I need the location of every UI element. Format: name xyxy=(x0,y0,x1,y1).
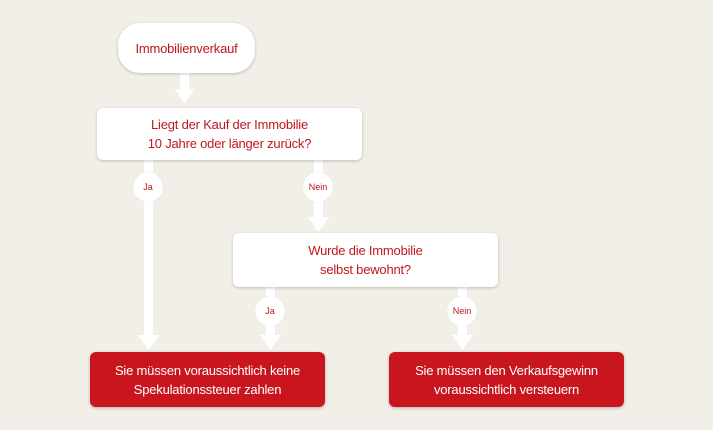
branch-label-q1-yes: Ja xyxy=(133,172,163,202)
branch-label-q1-no: Nein xyxy=(303,172,333,202)
branch-label-q2-yes: Ja xyxy=(255,296,285,326)
question-box-purchase-age: Liegt der Kauf der Immobilie 10 Jahre od… xyxy=(97,108,362,160)
result-no-tax-line2: Spekulationssteuer zahlen xyxy=(133,381,282,397)
arrowhead-result-no-tax-left xyxy=(138,335,159,350)
connector-q1-yes xyxy=(144,160,153,337)
connector-start-to-q1 xyxy=(180,73,189,90)
branch-label-q1-no-text: Nein xyxy=(308,182,328,192)
branch-label-q2-yes-text: Ja xyxy=(265,306,275,316)
result-tax-due-line2: voraussichtlich versteuern xyxy=(433,381,580,397)
branch-label-q2-no-text: Nein xyxy=(452,306,472,316)
branch-label-q1-yes-text: Ja xyxy=(143,182,153,192)
result-box-no-tax: Sie müssen voraussichtlich keine Spekula… xyxy=(90,352,325,407)
question-purchase-age-line1: Liegt der Kauf der Immobilie xyxy=(151,117,308,132)
question-purchase-age-line2: 10 Jahre oder länger zurück? xyxy=(147,136,312,151)
start-node: Immobilienverkauf xyxy=(118,23,255,73)
result-tax-due-line1: Sie müssen den Verkaufsgewinn xyxy=(415,362,598,378)
arrowhead-result-no-tax-right xyxy=(260,335,281,350)
question-self-occupied-line2: selbst bewohnt? xyxy=(320,262,411,277)
result-box-tax-due: Sie müssen den Verkaufsgewinn voraussich… xyxy=(389,352,624,407)
arrowhead-result-tax xyxy=(452,335,473,350)
question-box-self-occupied: Wurde die Immobilie selbst bewohnt? xyxy=(233,233,498,287)
result-no-tax-line1: Sie müssen voraussichtlich keine xyxy=(114,362,301,378)
question-self-occupied-line1: Wurde die Immobilie xyxy=(308,243,423,258)
arrowhead-q1 xyxy=(175,89,194,104)
branch-label-q2-no: Nein xyxy=(447,296,477,326)
arrowhead-q2 xyxy=(308,217,329,232)
start-node-label: Immobilienverkauf xyxy=(135,40,238,56)
